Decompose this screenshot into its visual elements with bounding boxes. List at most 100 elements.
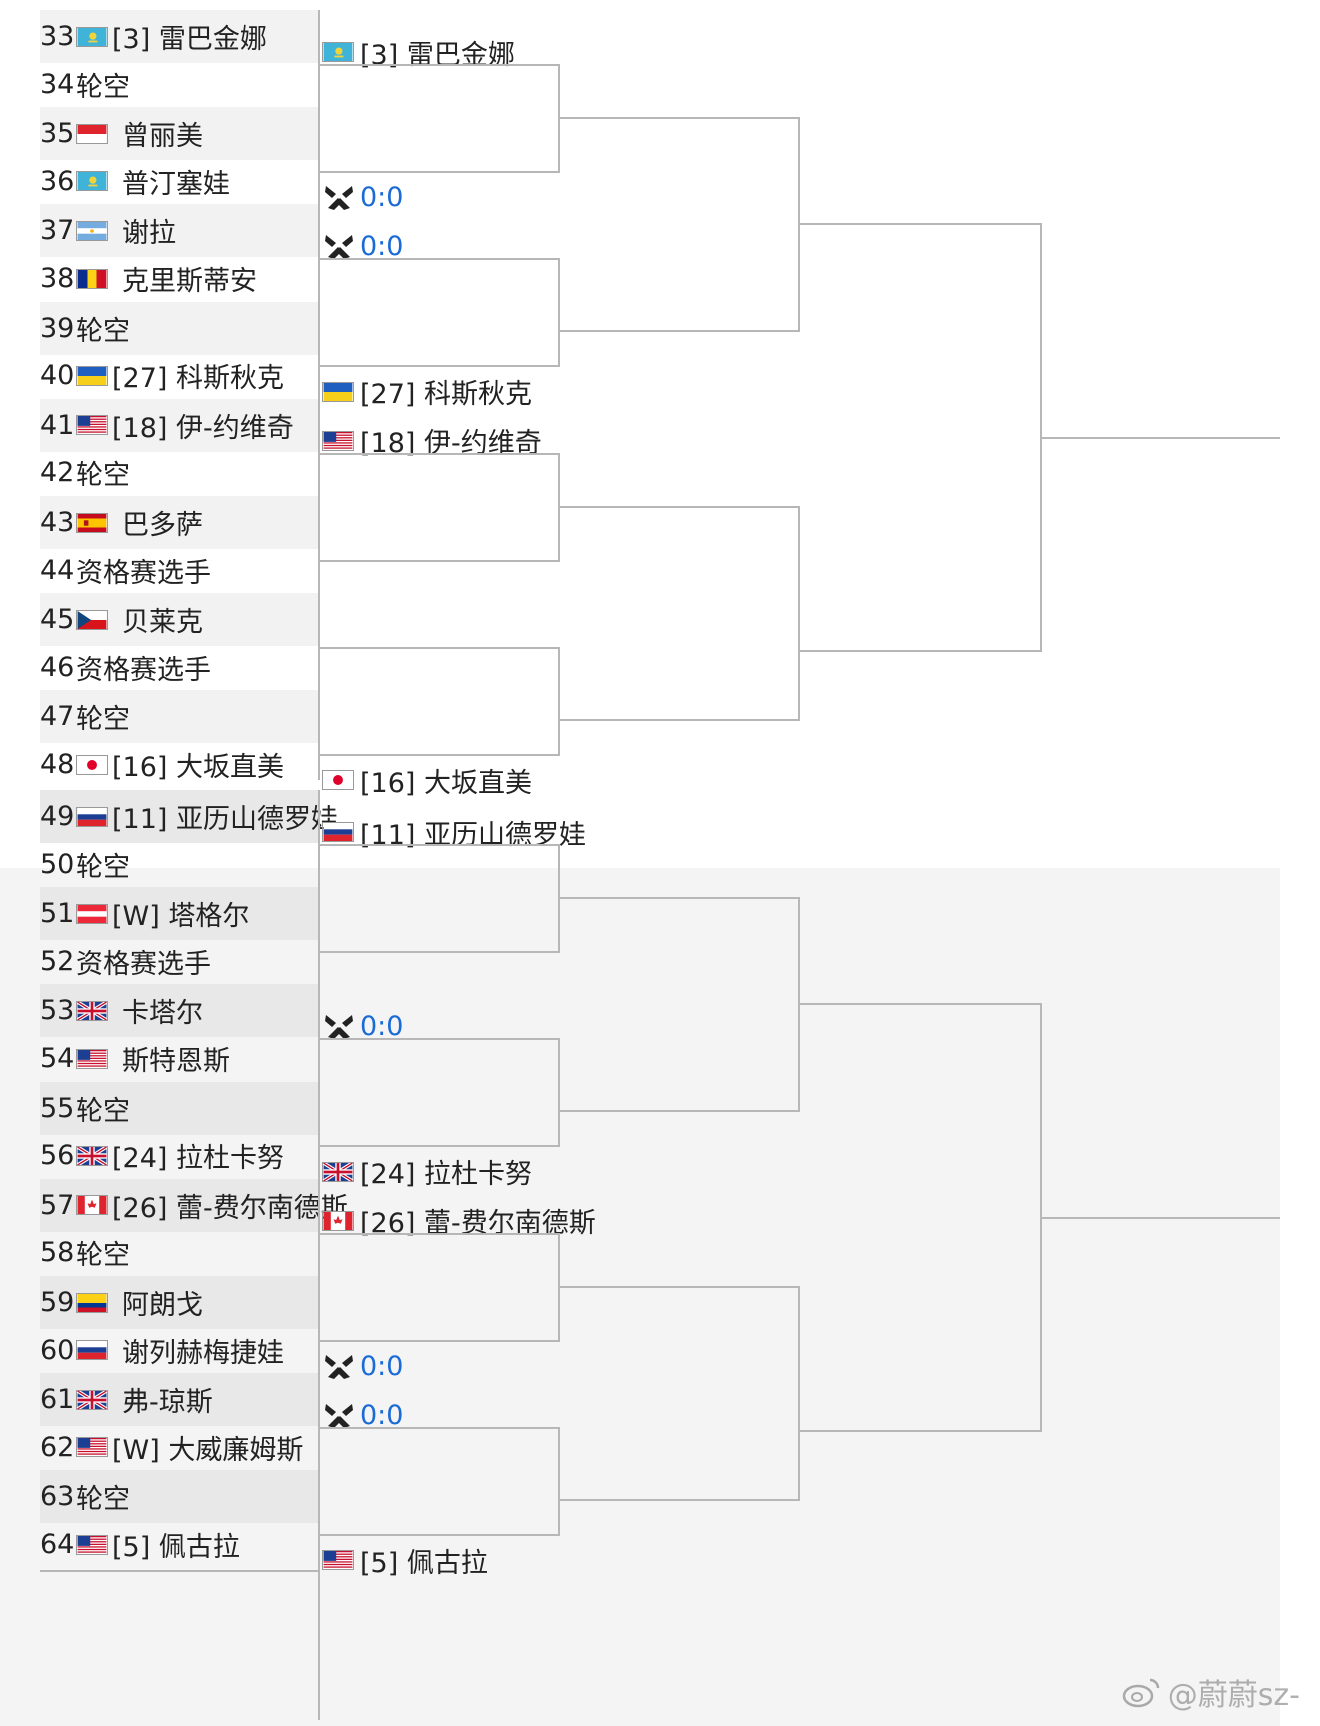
round2-slot-13[interactable]: [26] 蕾-费尔南德斯	[322, 1201, 596, 1241]
ukraine-flag	[76, 365, 108, 386]
round2-slot-8[interactable]: [16] 大坂直美	[322, 760, 532, 800]
bracket-line	[558, 1038, 560, 1148]
match-score-link[interactable]: 0:0	[360, 181, 404, 213]
player-name[interactable]: [24] 拉杜卡努	[112, 1143, 285, 1175]
round2-slot-11[interactable]: 0:0	[322, 1006, 403, 1046]
player-name[interactable]: 资格赛选手	[76, 654, 211, 686]
player-name[interactable]: 轮空	[76, 1095, 130, 1127]
player-name[interactable]: 轮空	[76, 1484, 130, 1516]
flag-slot	[322, 1015, 360, 1040]
kaz-flag	[76, 26, 108, 47]
match-score-link[interactable]: 0:0	[360, 1399, 404, 1431]
draw-entry-48[interactable]: 48[16] 大坂直美	[40, 739, 318, 792]
round2-slot-14[interactable]: 0:0	[322, 1346, 403, 1386]
player-name[interactable]: [11] 亚历山德罗娃	[112, 804, 339, 835]
player-name[interactable]: [3] 雷巴金娜	[112, 24, 267, 55]
player-name[interactable]: 轮空	[76, 1240, 130, 1272]
player-name[interactable]: 轮空	[76, 315, 130, 347]
player-name[interactable]: 轮空	[76, 71, 130, 103]
player-name[interactable]: 资格赛选手	[76, 557, 211, 589]
round2-slot-16[interactable]: [5] 佩古拉	[322, 1540, 488, 1580]
draw-entry-64[interactable]: 64[5] 佩古拉	[40, 1519, 318, 1572]
player-name[interactable]: 普汀塞娃	[122, 168, 230, 200]
player-name[interactable]: 阿朗戈	[122, 1290, 203, 1321]
player-name[interactable]: [W] 塔格尔	[112, 901, 250, 933]
player-name[interactable]: [26] 蕾-费尔南德斯	[112, 1192, 348, 1224]
uk-flag	[322, 1161, 354, 1182]
round2-slot-3[interactable]: 0:0	[322, 226, 403, 266]
match-score-link[interactable]: 0:0	[360, 1010, 404, 1042]
draw-entry-62[interactable]: 62[W] 大威廉姆斯	[40, 1422, 318, 1475]
player-name[interactable]: [16] 大坂直美	[112, 752, 285, 783]
bracket-line	[798, 1430, 1040, 1432]
usa-flag	[322, 430, 354, 451]
round2-slot-2[interactable]: 0:0	[322, 177, 403, 217]
player-name[interactable]: 资格赛选手	[76, 948, 211, 980]
round2-slot-9[interactable]: [11] 亚历山德罗娃	[322, 812, 586, 852]
player-name[interactable]: 弗-琼斯	[122, 1387, 213, 1419]
bracket-line	[318, 1534, 558, 1537]
bracket-line	[318, 1145, 558, 1148]
draw-entry-41[interactable]: 41[18] 伊-约维奇	[40, 398, 318, 452]
draw-entry-60[interactable]: 60 谢列赫梅捷娃	[40, 1325, 318, 1378]
draw-entry-49[interactable]: 49[11] 亚历山德罗娃	[40, 790, 338, 843]
match-score-link[interactable]: 0:0	[360, 230, 404, 262]
draw-entry-38[interactable]: 38 克里斯蒂安	[40, 253, 318, 306]
entry-number: 40	[40, 360, 75, 392]
bracket-line	[558, 897, 798, 899]
player-name[interactable]: 巴多萨	[122, 510, 203, 541]
round2-slot-15[interactable]: 0:0	[322, 1395, 403, 1435]
round2-slot-5[interactable]: [18] 伊-约维奇	[322, 421, 542, 461]
player-name[interactable]: 克里斯蒂安	[122, 266, 257, 297]
draw-entry-56[interactable]: 56[24] 拉杜卡努	[40, 1130, 318, 1184]
draw-entry-51[interactable]: 51[W] 塔格尔	[40, 887, 318, 941]
usa-flag	[76, 1048, 108, 1069]
player-name[interactable]: 谢拉	[122, 218, 176, 250]
entry-number: 60	[40, 1334, 75, 1366]
player-name[interactable]: [5] 佩古拉	[112, 1532, 240, 1563]
player-name[interactable]: 轮空	[76, 460, 130, 492]
player-name[interactable]: 谢列赫梅捷娃	[122, 1337, 284, 1369]
round2-slot-12[interactable]: [24] 拉杜卡努	[322, 1152, 532, 1192]
match-score-link[interactable]: 0:0	[360, 1350, 404, 1382]
player-name[interactable]: [W] 大威廉姆斯	[112, 1434, 304, 1466]
draw-entry-40[interactable]: 40 [27] 科斯秋克	[40, 350, 318, 404]
bracket-line	[558, 718, 798, 721]
round2-slot-4[interactable]: [27] 科斯秋克	[322, 372, 532, 412]
player-name[interactable]: 卡塔尔	[122, 998, 203, 1030]
czech-flag	[76, 609, 108, 630]
russia-flag	[76, 806, 108, 827]
entry-number: 38	[40, 263, 75, 294]
draw-entry-57[interactable]: 57[26] 蕾-费尔南德斯	[40, 1178, 348, 1232]
player-name[interactable]: 曾丽美	[122, 121, 203, 153]
player-name[interactable]: 轮空	[76, 851, 130, 883]
player-name[interactable]: 斯特恩斯	[122, 1046, 230, 1077]
flag-slot	[76, 1389, 112, 1411]
player-name[interactable]: 轮空	[76, 704, 130, 736]
player-name[interactable]: [18] 伊-约维奇	[112, 412, 294, 444]
player-name[interactable]: [27] 科斯秋克	[112, 363, 285, 395]
draw-entry-33[interactable]: 33[3] 雷巴金娜	[40, 10, 318, 63]
round2-slot-1[interactable]: [3] 雷巴金娜	[322, 32, 515, 72]
player-name[interactable]: 贝莱克	[122, 607, 203, 639]
